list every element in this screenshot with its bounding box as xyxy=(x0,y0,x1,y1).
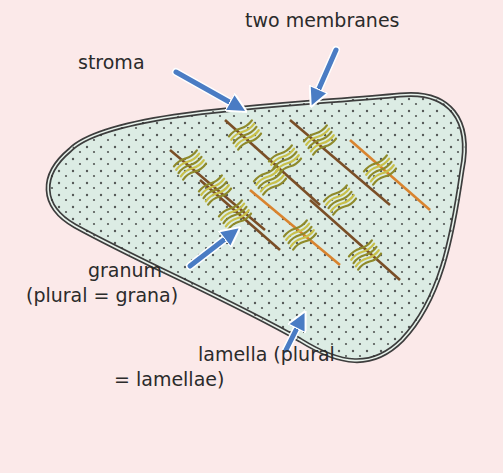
part-label: granum (plural = grana) xyxy=(26,258,216,307)
stroma-arrow xyxy=(176,72,240,108)
thylakoid-system xyxy=(170,119,430,280)
granum-stack xyxy=(303,124,337,155)
part-label: lamella (plural = lamellae) xyxy=(114,342,339,391)
part-label: two membranes xyxy=(245,8,400,33)
part-label: stroma xyxy=(78,50,145,75)
lamella-line xyxy=(250,190,340,265)
granum-stack xyxy=(218,199,252,230)
granum-stack xyxy=(198,174,232,205)
granum-stack xyxy=(363,154,397,185)
granum-arrow xyxy=(190,232,234,266)
granum-stack xyxy=(283,219,317,250)
pointer-arrows xyxy=(176,50,336,350)
granum-stack xyxy=(228,119,262,150)
granum-stack xyxy=(348,239,382,270)
granum-stack xyxy=(173,149,207,180)
granum-stack xyxy=(253,164,287,195)
granum-stack xyxy=(323,184,357,215)
lamella-line xyxy=(310,200,400,280)
granum-stack xyxy=(268,144,302,175)
membrane-arrow xyxy=(314,50,336,100)
lamella-line xyxy=(290,120,390,205)
lamella-line xyxy=(350,140,430,210)
